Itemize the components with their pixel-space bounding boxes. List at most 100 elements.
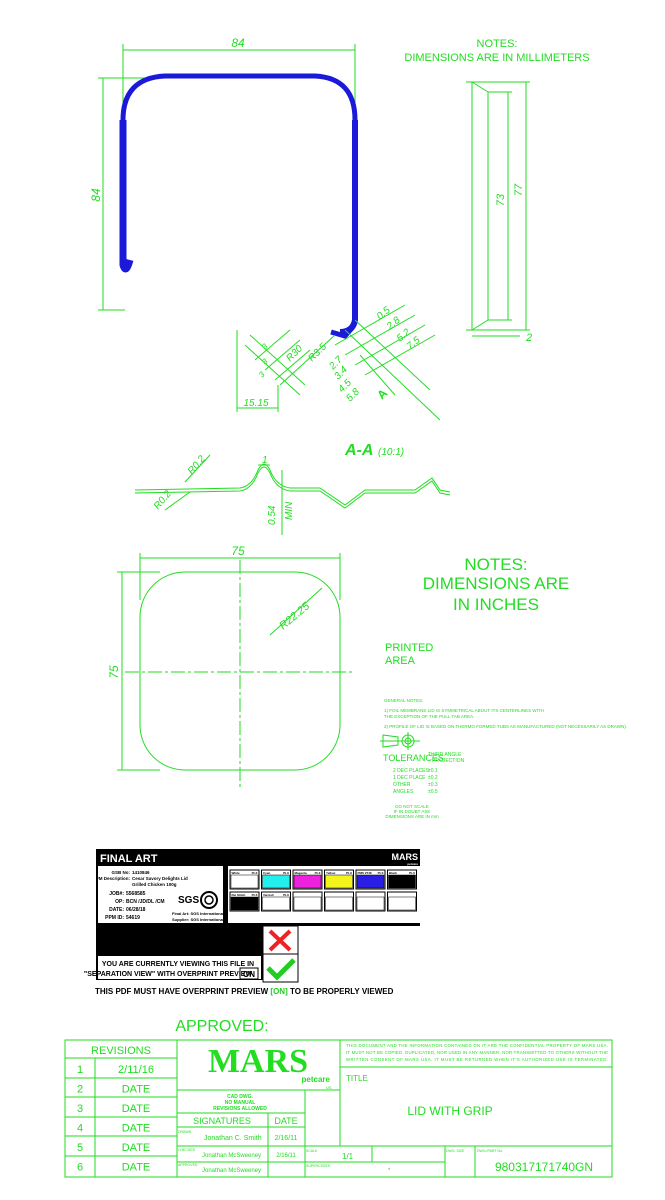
info-label: PM Description:: [96, 876, 131, 881]
revision-date: DATE: [122, 1123, 151, 1135]
lid-left-edge: [119, 120, 134, 273]
tolerance-value: ±0.5: [428, 789, 438, 795]
swatch-suffix: PLX: [252, 893, 258, 897]
swatch-color: [262, 874, 290, 889]
swatch-color: [325, 874, 353, 889]
warning-line1: YOU ARE CURRENTLY VIEWING THIS FILE IN: [102, 961, 254, 968]
final-art-brand: MARS: [392, 852, 419, 862]
dim-3b: 3: [260, 357, 270, 367]
top-view: 84 84: [89, 36, 358, 335]
dim-r30: R30: [284, 343, 305, 364]
tolerance-label: ANGLES: [393, 789, 414, 795]
swatch-color: [293, 874, 322, 889]
revision-date: DATE: [122, 1103, 151, 1115]
confidential-line: WRITTEN CONSENT OF MARS USA. IT MUST BE …: [346, 1057, 608, 1062]
job-label: JOB#:: [109, 891, 124, 897]
revisions-header: REVISIONS: [91, 1045, 151, 1057]
job-value: 06/28/18: [126, 907, 146, 913]
section-marker-a: A: [374, 386, 390, 402]
dwg-size-label: DWG. SIZE: [446, 1149, 465, 1153]
revision-number: 4: [77, 1123, 83, 1135]
swatch-color: [356, 896, 385, 911]
dim-2: 2: [525, 332, 532, 344]
tolerances-table: 2 DEC PLACES±0.11 DEC PLACE±0.2OTHER±0.3…: [393, 768, 438, 795]
dim-73: 73: [495, 193, 507, 206]
sgs-seal-icon: [200, 891, 218, 909]
job-label: DATE:: [109, 907, 124, 913]
final-art-title: FINAL ART: [100, 853, 158, 865]
projection-label-1: THIRD ANGLE: [428, 752, 462, 758]
final-art-supplier: Supplier: SGS International: [172, 917, 224, 922]
scale-value: 1/1: [342, 1152, 354, 1161]
signatures-header: SIGNATURES: [193, 1116, 251, 1126]
tolerance-value: ±0.2: [428, 775, 438, 781]
swatch-label: PMS 2748: [358, 871, 372, 875]
swatch-label: Die Stitch: [232, 893, 246, 897]
lid-right-edge: [339, 120, 358, 335]
on-badge: ON: [243, 970, 255, 979]
check-icon: [266, 958, 296, 981]
revision-date: DATE: [122, 1084, 151, 1096]
dims-in-mm: DIMENSIONS ARE IN mm: [385, 814, 439, 819]
lid-width-dim: 75: [231, 544, 245, 558]
lid-top-edge: [120, 73, 358, 121]
swatch-color: [230, 874, 259, 889]
general-note-1b: THE EXCEPTION OF THE PULL TAB AREA.: [384, 714, 474, 719]
tolerance-label: OTHER: [393, 782, 411, 788]
notes-in-line2: DIMENSIONS ARE: [423, 574, 569, 593]
corner-detail: 15.15 3 3 3 R30 R3.5 0.5 2.8 5.2 7.5 2.7…: [236, 304, 441, 421]
job-label: PPM ID:: [105, 915, 124, 921]
swatch-color: [262, 896, 290, 911]
dim-77: 77: [513, 183, 525, 196]
notes-in-title: NOTES:: [464, 555, 527, 574]
general-notes: GENERAL NOTES. 1) FOIL MEMBRANE LID IS S…: [380, 698, 627, 819]
x-icon: [268, 929, 292, 952]
dim-r0-2-top: R0.2: [186, 453, 208, 477]
supercedes-value: *: [388, 1168, 391, 1174]
section-a-a: A-A (10:1) 1 R0.2 R0.2 0.54 MIN: [134, 442, 451, 535]
swatch-label: Black: [389, 871, 397, 875]
dim-0-54: 0.54: [267, 505, 278, 525]
swatch-label: Cyan: [263, 871, 271, 875]
revision-number: 3: [77, 1103, 83, 1115]
cad-note-2: NO MANUAL: [225, 1100, 256, 1106]
dim-3a: 3: [260, 342, 270, 352]
checked-label: CHECKED: [178, 1148, 196, 1152]
mars-logo-region: US: [326, 1085, 332, 1090]
swatch-suffix: PLX: [315, 871, 321, 875]
swatch-color: [388, 896, 416, 911]
swatch-color: [356, 874, 385, 889]
drawn-label: DRAWN: [178, 1130, 192, 1134]
swatch-suffix: PLX: [378, 871, 384, 875]
job-value: 5568585: [126, 891, 146, 897]
revision-date: DATE: [122, 1142, 151, 1154]
revision-number: 2: [77, 1084, 83, 1096]
checked-by: Jonathan McSweeney: [202, 1153, 261, 1159]
swatch-suffix: PLX: [283, 893, 289, 897]
dim-3c: 3: [257, 370, 267, 380]
top-height-dim: 84: [89, 188, 103, 202]
swatch-suffix: PLX: [409, 871, 415, 875]
revision-date: 2/11/16: [118, 1064, 154, 1076]
job-value: BCN /JD/DL /CM: [126, 899, 165, 905]
approved-by-label: APPROVED: [178, 1163, 198, 1167]
drawn-date: 2/16/11: [275, 1135, 298, 1142]
dim-1: 1: [262, 455, 268, 466]
part-no-label: DWG./PART No.: [477, 1149, 503, 1153]
scale-label: SCALE: [306, 1149, 318, 1153]
swatch-label: Magenta: [295, 871, 308, 875]
job-label: OP:: [115, 899, 124, 905]
swatch-label: Yellow: [326, 871, 336, 875]
swatch-suffix: PLX: [283, 871, 289, 875]
final-art-box: FINAL ART MARS petcare GSB No:1410846PM …: [84, 849, 420, 996]
supercedes-label: SUPERCEDES: [306, 1164, 331, 1168]
confidential-notice: THIS DOCUMENT AND THE INFORMATION CONTAI…: [346, 1043, 608, 1062]
approved-label: APPROVED:: [175, 1018, 268, 1035]
section-title: A-A: [344, 442, 373, 459]
if-in-doubt: IF IN DOUBT ASK: [394, 809, 431, 814]
revision-number: 1: [77, 1064, 83, 1076]
